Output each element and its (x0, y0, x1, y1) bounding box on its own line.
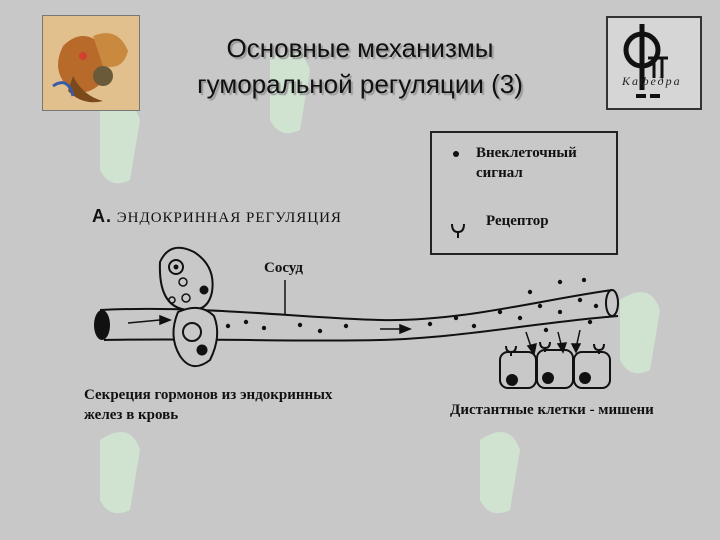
gland-details (168, 259, 209, 356)
watermark (100, 52, 660, 514)
target-nuclei (506, 372, 591, 386)
legend-box: Внеклеточный сигнал Рецептор (430, 131, 618, 255)
section-heading: А. ЭНДОКРИННАЯ РЕГУЛЯЦИЯ (92, 206, 342, 227)
title-line-1: Основные механизмы (226, 33, 494, 63)
signal-dot-icon (453, 151, 459, 157)
vessel-label: Сосуд (264, 260, 303, 276)
phi-emblem-icon (623, 24, 668, 98)
secretion-label: Секреция гормонов из эндокринных желез в… (84, 387, 333, 423)
title-line-2: гуморальной регуляции (3) (197, 69, 523, 99)
targets-label: Дистантные клетки - мишени (450, 402, 654, 418)
legend-signal-label: Внеклеточный сигнал (476, 145, 577, 181)
section-letter: А. (92, 206, 112, 226)
department-logo-text: Кафедра (622, 74, 682, 88)
signal-arrow-icon (525, 329, 582, 356)
anatomy-illustration-icon (43, 16, 139, 110)
section-title: ЭНДОКРИННАЯ РЕГУЛЯЦИЯ (116, 210, 342, 226)
receptor-legend-icon (451, 223, 465, 238)
receptor-icon (505, 341, 605, 356)
hormone-dots (225, 277, 599, 334)
legend-receptor-label: Рецептор (486, 213, 549, 229)
page-title: Основные механизмы гуморальной регуляции… (150, 30, 570, 102)
flow-arrow-icon (127, 314, 413, 335)
anatomy-logo (42, 15, 140, 111)
department-logo: Кафедра (606, 16, 702, 110)
vessel-opening (94, 310, 110, 340)
